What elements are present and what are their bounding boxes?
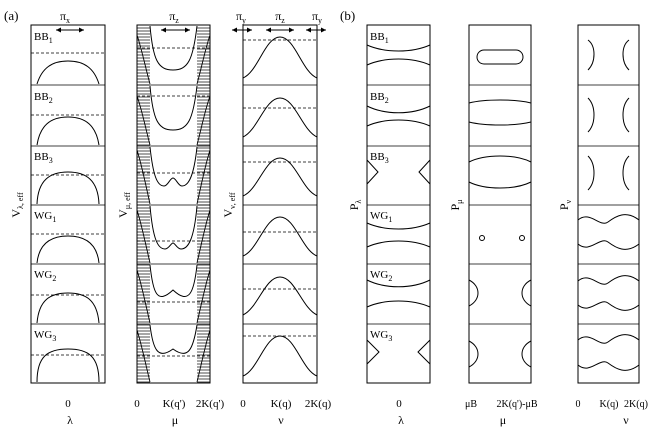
row-dividers-a1 bbox=[31, 84, 105, 325]
svg-text:πz: πz bbox=[169, 9, 179, 25]
svg-text:BB1: BB1 bbox=[34, 31, 53, 45]
row-dividers-b3 bbox=[578, 84, 639, 325]
panel-a-label: (a) bbox=[4, 8, 18, 23]
svg-text:πx: πx bbox=[60, 9, 70, 25]
ylabel-b3: Pν bbox=[557, 199, 573, 210]
top-label-pi-x: πx bbox=[56, 9, 84, 33]
row-dividers-b1 bbox=[367, 84, 430, 325]
svg-text:BB2: BB2 bbox=[34, 91, 53, 105]
frame-b1 bbox=[366, 24, 431, 384]
svg-text:BB2: BB2 bbox=[370, 91, 389, 105]
svg-text:πz: πz bbox=[275, 9, 285, 25]
tick-a2-1: K(q') bbox=[163, 398, 186, 410]
potential-curves-a3 bbox=[242, 36, 318, 377]
xlabel-b3: ν bbox=[623, 413, 629, 427]
potential-curves-a2 bbox=[149, 25, 198, 354]
tick-b3-0: 0 bbox=[576, 399, 581, 410]
energy-levels-a2 bbox=[137, 47, 210, 357]
energy-levels-a3 bbox=[243, 39, 317, 337]
svg-text:πy: πy bbox=[312, 9, 322, 25]
top-labels-nu: πy πz πy bbox=[232, 9, 326, 33]
frame-b2 bbox=[468, 24, 532, 384]
wall-curves-a2 bbox=[136, 34, 211, 383]
phase-curves-b3 bbox=[577, 39, 640, 371]
ylabel-a3: Vν, eff bbox=[221, 192, 237, 217]
svg-text:πy: πy bbox=[236, 9, 246, 25]
row-dividers-a3 bbox=[243, 84, 317, 325]
tick-a1-0: 0 bbox=[65, 398, 71, 410]
frame-a3 bbox=[242, 24, 318, 384]
frame-a2 bbox=[136, 24, 211, 384]
hatch-left bbox=[137, 25, 150, 383]
svg-text:WG1: WG1 bbox=[34, 210, 56, 224]
row-dividers-a2 bbox=[137, 84, 210, 325]
xlabel-b2: μ bbox=[500, 413, 506, 427]
panel-b-label: (b) bbox=[340, 8, 355, 23]
ylabel-a2: Vμ, eff bbox=[116, 192, 132, 218]
row-dividers-b2 bbox=[469, 84, 531, 325]
panel-b-col-nu: Pν 0 K(q) 2K(q) ν bbox=[557, 24, 648, 427]
potential-curves-a1 bbox=[36, 60, 100, 383]
phase-curves-b2 bbox=[468, 49, 532, 368]
panel-a-col-nu: πy πz πy Vν, eff 0 K(q bbox=[221, 9, 331, 427]
row-labels-a1: BB1 BB2 BB3 WG1 WG2 WG3 bbox=[34, 31, 56, 343]
xlabel-a1: λ bbox=[67, 413, 73, 427]
tick-b1-0: 0 bbox=[396, 398, 402, 410]
panel-a-col-lambda: πx BB1 BB2 BB3 WG1 WG2 bbox=[9, 9, 106, 427]
svg-text:BB3: BB3 bbox=[370, 151, 389, 165]
tick-b2-0: μB bbox=[465, 399, 477, 410]
svg-text:WG2: WG2 bbox=[370, 269, 392, 283]
svg-text:WG3: WG3 bbox=[34, 329, 56, 343]
tick-b2-1: 2K(q')-μB bbox=[496, 399, 537, 410]
panel-b-col-lambda: BB1 BB2 BB3 WG1 WG2 WG3 Pλ 0 λ bbox=[347, 24, 431, 427]
frame-b3 bbox=[577, 24, 640, 384]
tick-a2-2: 2K(q') bbox=[196, 398, 225, 410]
energy-levels-a1 bbox=[31, 52, 105, 356]
tick-b3-2: 2K(q) bbox=[624, 399, 648, 410]
tick-a3-2: 2K(q) bbox=[305, 398, 332, 410]
tick-a3-1: K(q) bbox=[271, 398, 292, 410]
xlabel-a2: μ bbox=[172, 413, 178, 427]
xlabel-b1: λ bbox=[398, 413, 404, 427]
phase-curves-b1 bbox=[366, 44, 431, 365]
svg-text:WG2: WG2 bbox=[34, 269, 56, 283]
tick-b3-1: K(q) bbox=[600, 399, 619, 410]
ylabel-b1: Pλ bbox=[347, 200, 363, 211]
panel-a-col-mu: πz bbox=[116, 9, 224, 427]
frame-a1 bbox=[30, 24, 106, 384]
svg-text:BB1: BB1 bbox=[370, 31, 389, 45]
svg-text:WG3: WG3 bbox=[370, 329, 392, 343]
hatch-right bbox=[197, 25, 210, 383]
ylabel-a1: Vλ, eff bbox=[9, 192, 25, 218]
panel-b-col-mu: Pμ μB 2K(q')-μB μ bbox=[448, 24, 538, 427]
tick-a2-0: 0 bbox=[134, 398, 140, 410]
svg-text:BB3: BB3 bbox=[34, 151, 53, 165]
xlabel-a3: ν bbox=[278, 413, 284, 427]
ylabel-b2: Pμ bbox=[448, 200, 464, 211]
svg-text:WG1: WG1 bbox=[370, 210, 392, 224]
row-labels-b1: BB1 BB2 BB3 WG1 WG2 WG3 bbox=[370, 31, 392, 343]
top-label-pi-z: πz bbox=[161, 9, 190, 33]
tick-a3-0: 0 bbox=[240, 398, 246, 410]
